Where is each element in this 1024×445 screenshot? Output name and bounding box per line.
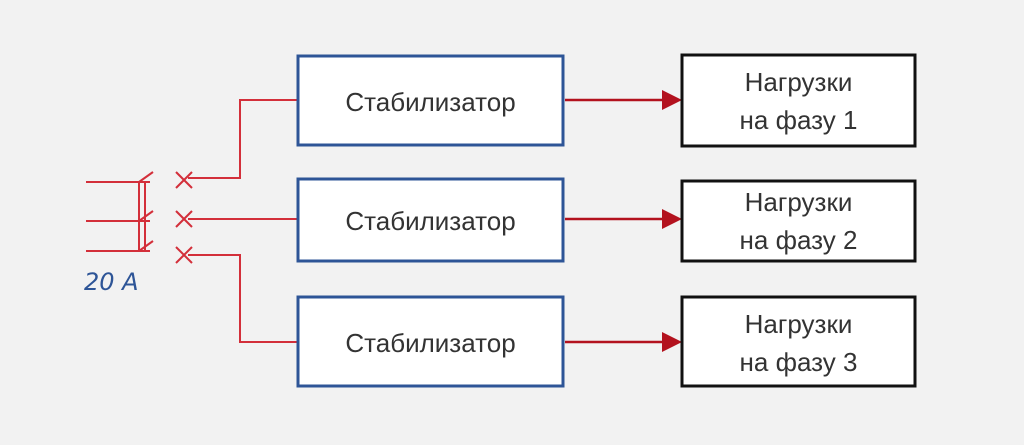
incoming-lines [86,181,150,252]
load-3: Нагрузки на фазу 3 [680,295,917,388]
output-arrows [565,90,682,352]
feeder-wire-3 [188,254,298,343]
load-2: Нагрузки на фазу 2 [680,179,917,263]
breaker-rating-label: 20 A [84,268,139,296]
breaker-link [138,171,154,252]
load-1-line1: Нагрузки [745,67,853,97]
stabilizer-2: Стабилизатор [296,177,565,263]
stabilizer-3-label: Стабилизатор [345,328,515,358]
stabilizer-1: Стабилизатор [296,54,565,147]
breaker-contact-1 [175,171,193,189]
load-2-line1: Нагрузки [745,187,853,217]
output-arrow-2 [565,209,682,229]
breaker-contacts [175,171,193,264]
breaker-contact-2 [175,210,193,228]
output-arrow-3 [565,332,682,352]
load-3-line2: на фазу 3 [740,347,858,377]
feeder-wires [188,99,298,343]
load-3-line1: Нагрузки [745,309,853,339]
load-1-line2: на фазу 1 [740,105,858,135]
load-1: Нагрузки на фазу 1 [680,53,917,148]
load-2-line2: на фазу 2 [740,225,858,255]
breaker-contact-3 [175,246,193,264]
stabilizer-2-label: Стабилизатор [345,206,515,236]
output-arrow-1 [565,90,682,110]
stabilizer-1-label: Стабилизатор [345,87,515,117]
stabilizer-3: Стабилизатор [296,295,565,388]
feeder-wire-1 [188,99,298,179]
